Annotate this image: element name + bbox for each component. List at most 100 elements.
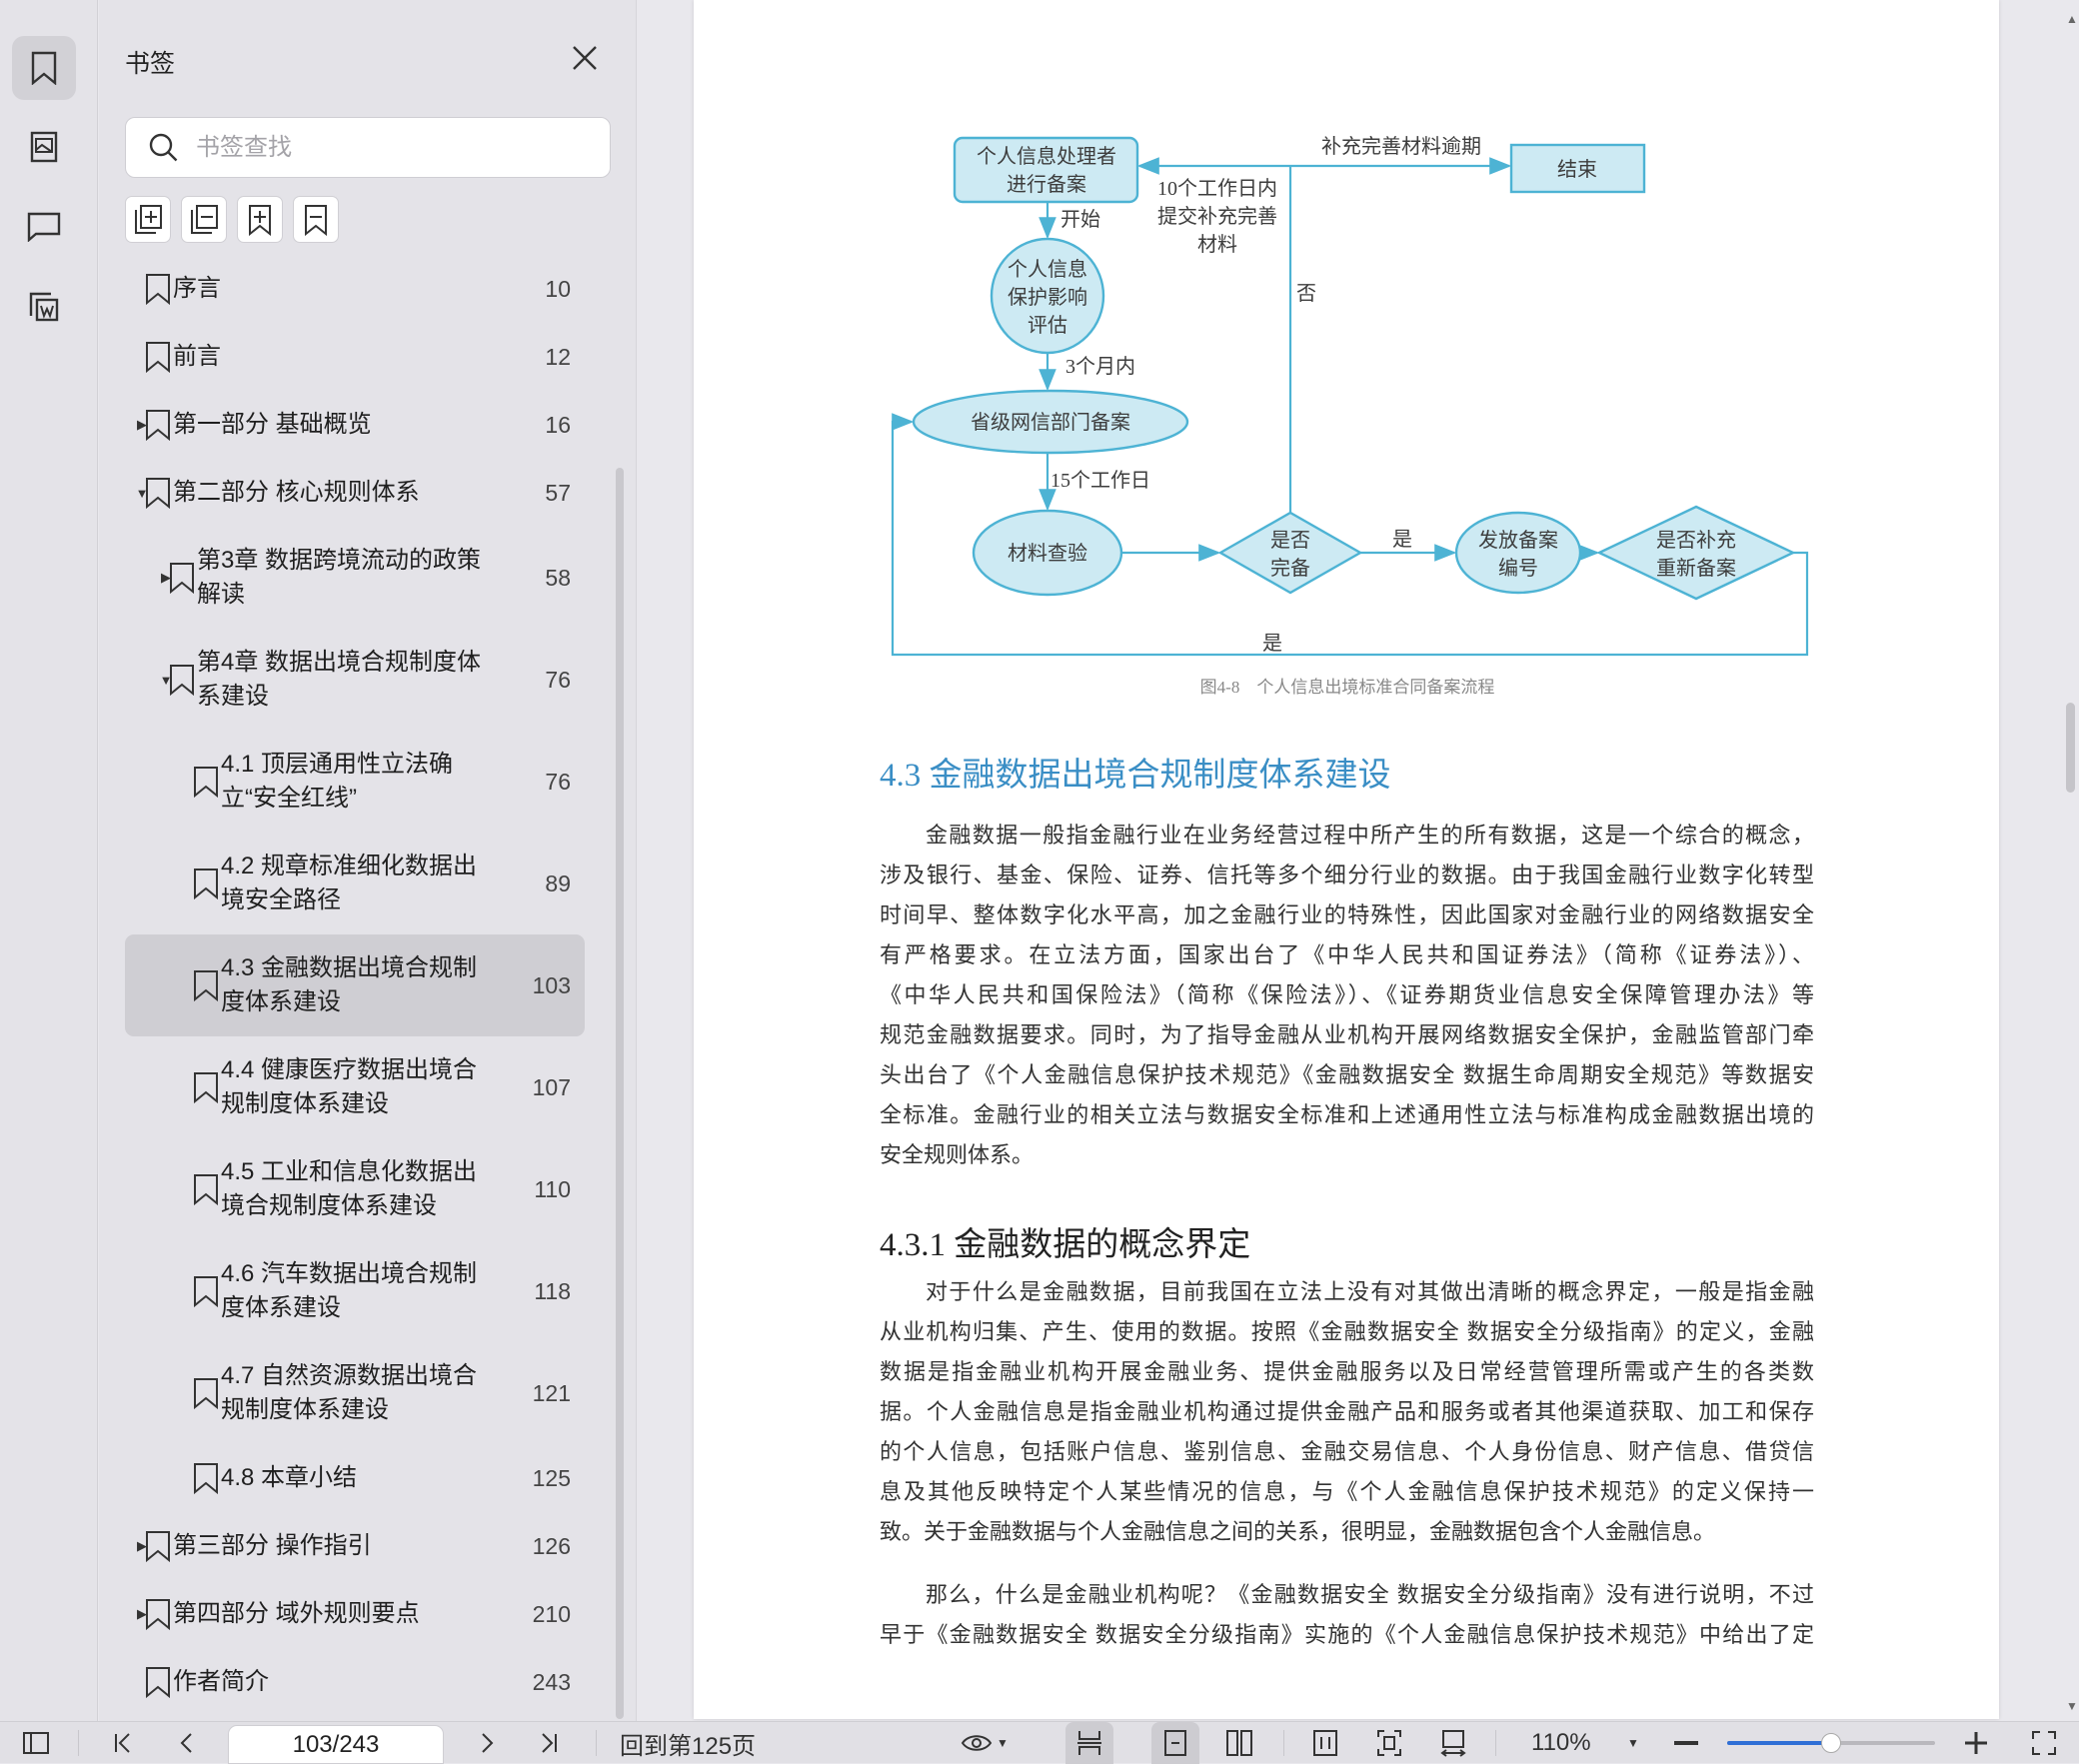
text-line: 《中华人民共和国保险法》（简称《保险法》）、《证券期货业信息安全保障管理办法》等 (880, 982, 1814, 1007)
actual-size-button[interactable] (1429, 1722, 1477, 1764)
text-line: 致。关于金融数据与个人金融信息之间的关系，很明显，金融数据包含个人金融信息。 (880, 1519, 1716, 1544)
bookmark-label: 4.5 工业和信息化数据出境合规制度体系建设 (221, 1158, 478, 1219)
bookmark-icon (194, 1378, 218, 1409)
text-line: 数据是指金融业机构开展金融业务、提供金融服务以及日常经营管理所需或产生的各类数 (880, 1359, 1814, 1384)
previous-page-button[interactable] (172, 1722, 202, 1764)
add-bookmark-button[interactable] (237, 196, 283, 243)
sidebar-toggle-icon (23, 1732, 49, 1754)
close-panel-button[interactable] (569, 42, 601, 74)
bookmark-icon (170, 665, 194, 696)
zoom-dropdown-icon[interactable]: ▼ (1627, 1736, 1639, 1750)
bookmark-page-number: 103 (532, 971, 571, 998)
collapsed-triangle-icon[interactable]: ▶ (137, 1606, 147, 1621)
view-mode-button[interactable]: ▼ (956, 1722, 1014, 1764)
bookmark-page-number: 57 (545, 479, 571, 506)
plus-icon (1965, 1732, 1987, 1754)
bookmark-label: 第3章 数据跨境流动的政策解读 (197, 547, 482, 608)
text-line: 从业机构归集、产生、使用的数据。按照《金融数据安全 数据安全分级指南》的定义，金… (880, 1319, 1814, 1344)
expanded-triangle-icon[interactable]: ▼ (159, 672, 173, 688)
attachments-tab[interactable] (12, 275, 76, 339)
bookmark-list-scrollbar[interactable] (616, 468, 624, 1719)
continuous-scroll-button[interactable] (1065, 1722, 1113, 1764)
document-scrollbar[interactable]: ▲ ▼ (2062, 0, 2079, 1721)
text-line: 有严格要求。在立法方面，国家出台了《中华人民共和国证券法》（简称《证券法》）、 (880, 942, 1814, 967)
bookmark-icon (194, 1276, 218, 1307)
bookmark-label: 序言 (173, 275, 221, 302)
expand-all-button[interactable] (125, 196, 171, 243)
bookmark-icon (146, 410, 170, 441)
text-line: 据。个人金融信息是指金融业机构通过提供金融产品和服务或者其他渠道获取、加工和保存 (880, 1399, 1814, 1424)
collapsed-triangle-icon[interactable]: ▶ (161, 570, 171, 585)
bookmark-search[interactable] (125, 117, 611, 178)
text-line: 的个人信息，包括账户信息、鉴别信息、金融交易信息、个人身份信息、财产信息、借贷信 (880, 1439, 1814, 1464)
bookmark-page-number: 110 (534, 1175, 571, 1202)
text-line: 头出台了《个人金融信息保护技术规范》《金融数据安全 数据生命周期安全规范》等数据… (880, 1062, 1814, 1087)
bookmark-page-number: 12 (545, 343, 571, 370)
bookmark-page-number: 243 (532, 1668, 571, 1695)
copy-document-icon (29, 292, 59, 322)
text-line: 早于《金融数据安全 数据安全分级指南》实施的《个人金融信息保护技术规范》中给出了… (880, 1622, 1814, 1647)
fit-page-button[interactable] (1365, 1722, 1413, 1764)
chevron-right-icon (482, 1733, 494, 1753)
text-line: 规范金融数据要求。同时，为了指导金融从业机构开展网络数据安全保护，金融监管部门牵 (880, 1022, 1814, 1047)
back-to-page-link[interactable]: 回到第125页 (620, 1732, 757, 1760)
zoom-in-button[interactable] (1961, 1722, 1991, 1764)
single-page-button[interactable] (1151, 1722, 1199, 1764)
scrollbar-thumb[interactable] (2066, 703, 2075, 793)
fullscreen-button[interactable] (2027, 1722, 2061, 1764)
collapsed-triangle-icon[interactable]: ▶ (137, 1538, 147, 1553)
bookmark-icon (31, 51, 57, 85)
zoom-out-button[interactable] (1671, 1722, 1701, 1764)
eye-icon (961, 1735, 993, 1751)
bookmark-icon (146, 478, 170, 509)
paragraph: 对于什么是金融数据，目前我国在立法上没有对其做出清晰的概念界定，一般是指金融从业… (880, 1272, 1814, 1552)
collapsed-triangle-icon[interactable]: ▶ (137, 417, 147, 432)
bookmark-item[interactable]: 作者简介 243 (125, 1648, 585, 1716)
expanded-triangle-icon[interactable]: ▼ (135, 485, 149, 501)
toggle-sidebar-button[interactable] (18, 1722, 54, 1764)
zoom-slider[interactable] (1727, 1733, 1935, 1753)
page-number-input[interactable]: 103/243 (228, 1725, 444, 1764)
collapse-all-button[interactable] (181, 196, 227, 243)
bookmark-item[interactable]: 4.5 工业和信息化数据出境合规制度体系建设 110 (125, 1138, 585, 1240)
paragraph: 那么，什么是金融业机构呢？《金融数据安全 数据安全分级指南》没有进行说明，不过早… (880, 1575, 1814, 1655)
bookmark-page-number: 76 (545, 666, 571, 693)
fit-width-button[interactable] (1301, 1722, 1349, 1764)
first-page-button[interactable] (108, 1722, 138, 1764)
two-page-button[interactable] (1215, 1722, 1263, 1764)
bookmark-page-number: 76 (545, 768, 571, 795)
remove-bookmark-button[interactable] (293, 196, 339, 243)
bookmark-item[interactable]: 4.1 顶层通用性立法确立“安全红线”76 (125, 731, 585, 833)
last-page-button[interactable] (534, 1722, 564, 1764)
bookmark-page-number: 125 (532, 1464, 571, 1491)
bookmark-search-input[interactable] (196, 133, 576, 162)
zoom-level[interactable]: 110% (1531, 1729, 1591, 1756)
bookmark-icon (146, 274, 170, 305)
bookmark-label: 作者简介 (173, 1668, 269, 1695)
scroll-up-icon[interactable]: ▲ (2066, 12, 2078, 26)
bookmark-tools (125, 196, 339, 243)
zoom-slider-knob[interactable] (1821, 1733, 1841, 1753)
bookmarks-tab[interactable] (12, 36, 76, 100)
comments-tab[interactable] (12, 195, 76, 259)
scroll-down-icon[interactable]: ▼ (2066, 1699, 2078, 1713)
divider (596, 1730, 597, 1756)
next-page-button[interactable] (472, 1722, 502, 1764)
thumbnails-tab[interactable] (12, 115, 76, 179)
